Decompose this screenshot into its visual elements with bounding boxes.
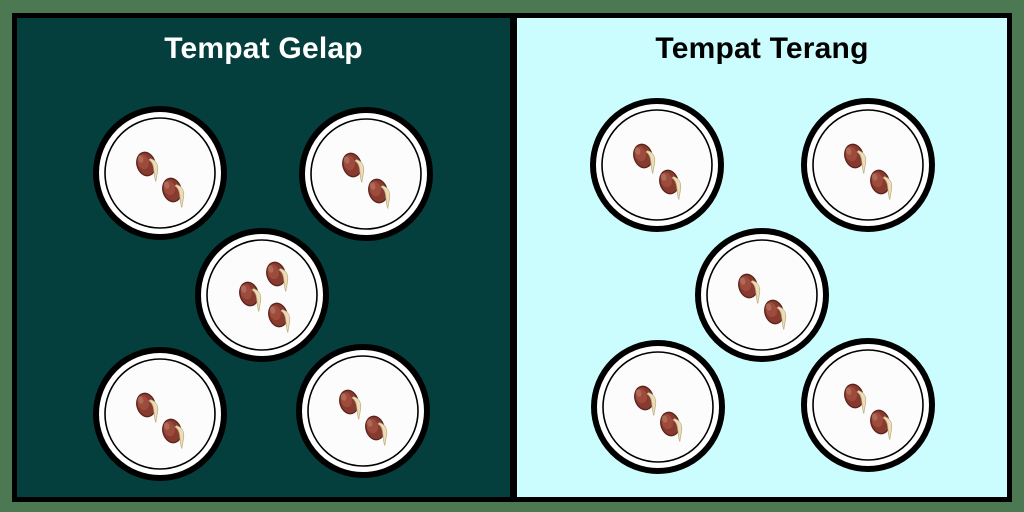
petri-dish <box>93 347 227 481</box>
petri-dish <box>801 338 935 472</box>
seed-icon <box>136 151 159 182</box>
dish-layer-bright <box>517 18 1007 497</box>
seed-icon <box>738 273 761 304</box>
petri-dish <box>296 344 430 478</box>
petri-dish <box>695 228 829 362</box>
seed-icon <box>844 143 867 174</box>
petri-dish <box>590 98 724 232</box>
dish-layer-dark <box>17 18 510 497</box>
panel-title-dark: Tempat Gelap <box>164 32 363 65</box>
experiment-board: Tempat Gelap Tempat Terang <box>12 13 1012 502</box>
seed-icon <box>266 261 289 292</box>
seed-icon <box>342 152 365 183</box>
petri-dish <box>591 340 725 474</box>
seed-icon <box>162 418 185 449</box>
seed-icon <box>870 169 893 200</box>
seed-icon <box>268 302 291 333</box>
seed-icon <box>634 385 657 416</box>
petri-dish <box>299 107 433 241</box>
panel-dark-place: Tempat Gelap <box>17 18 510 497</box>
seed-icon <box>844 383 867 414</box>
seed-icon <box>368 178 391 209</box>
seed-icon <box>659 169 682 200</box>
petri-dish <box>93 106 227 240</box>
seed-icon <box>764 299 787 330</box>
panel-title-bright: Tempat Terang <box>655 32 869 65</box>
seed-icon <box>660 411 683 442</box>
petri-dish <box>801 98 935 232</box>
seed-icon <box>239 281 262 312</box>
seed-icon <box>870 409 893 440</box>
petri-dish <box>195 228 329 362</box>
seed-icon <box>162 177 185 208</box>
seed-icon <box>633 143 656 174</box>
panel-bright-place: Tempat Terang <box>510 18 1007 497</box>
seed-icon <box>136 392 159 423</box>
seed-icon <box>339 389 362 420</box>
seed-icon <box>365 415 388 446</box>
